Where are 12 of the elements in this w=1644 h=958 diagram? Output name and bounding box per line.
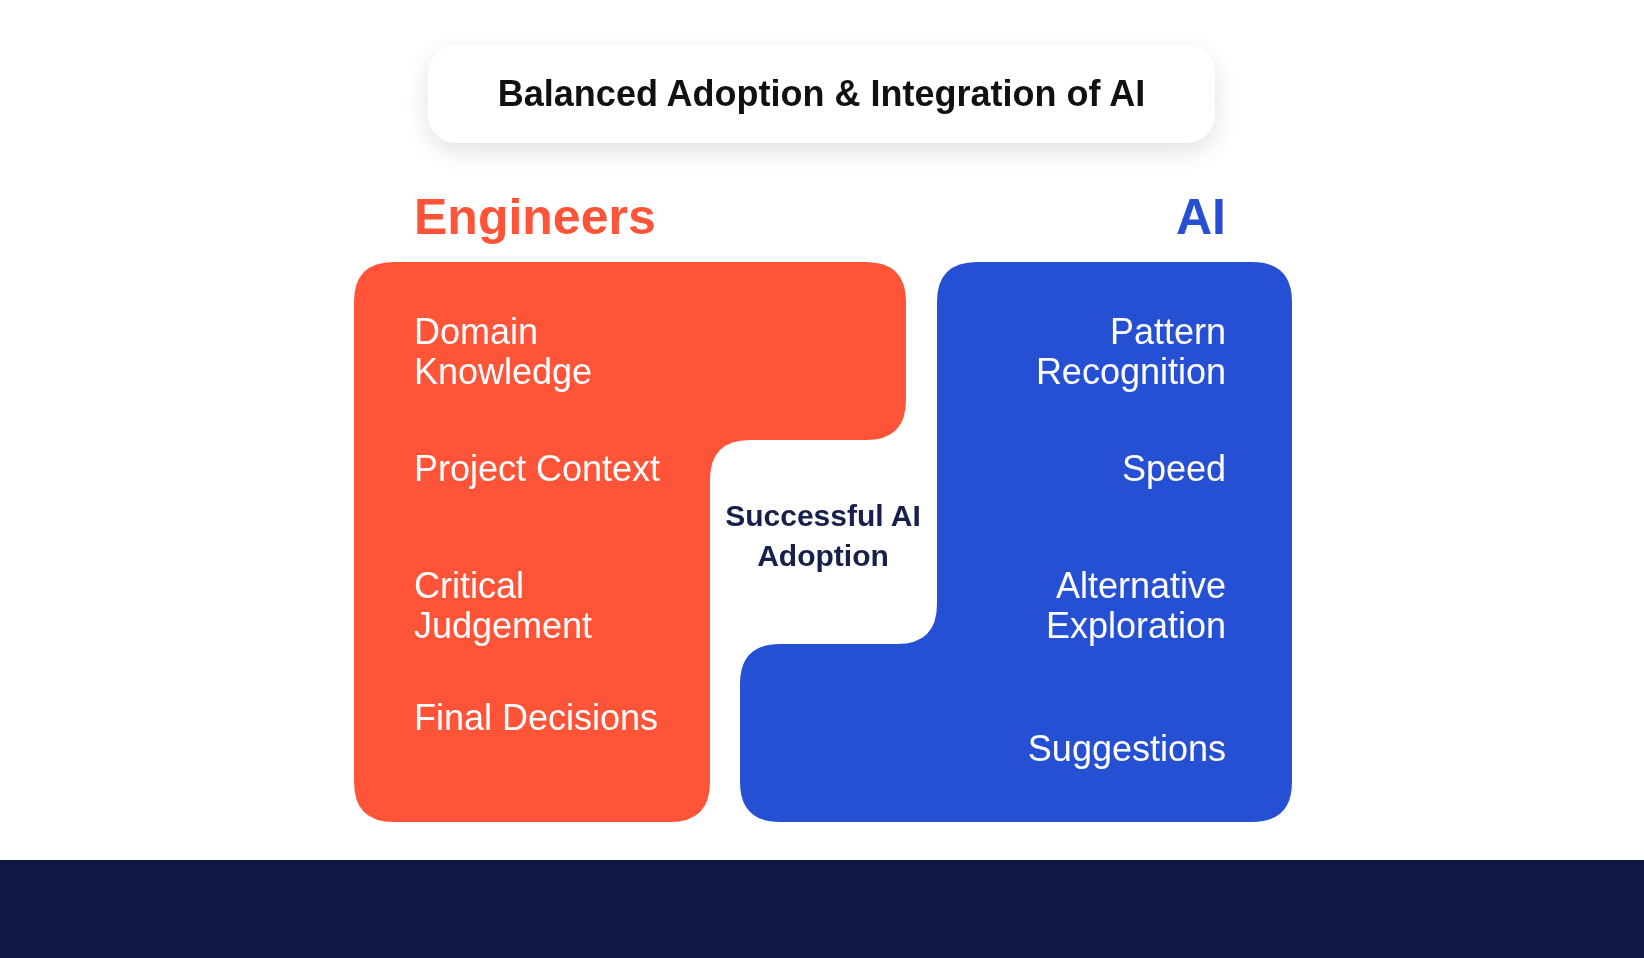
center-label: Successful AI Adoption (724, 498, 922, 574)
strength-item: Alternative Exploration (1044, 566, 1226, 646)
strength-item: Suggestions (1026, 729, 1226, 769)
group-heading: AI (1176, 188, 1226, 247)
strength-item: Pattern Recognition (1034, 312, 1226, 392)
strength-item: Project Context (414, 449, 662, 489)
strength-item: Speed (1120, 449, 1226, 489)
group-heading: Engineers (414, 188, 656, 247)
strength-item: Critical Judgement (414, 566, 594, 646)
strength-item: Final Decisions (414, 698, 660, 738)
strength-item: Domain Knowledge (414, 312, 594, 392)
title-banner: Balanced Adoption & Integration of AI (428, 45, 1215, 143)
